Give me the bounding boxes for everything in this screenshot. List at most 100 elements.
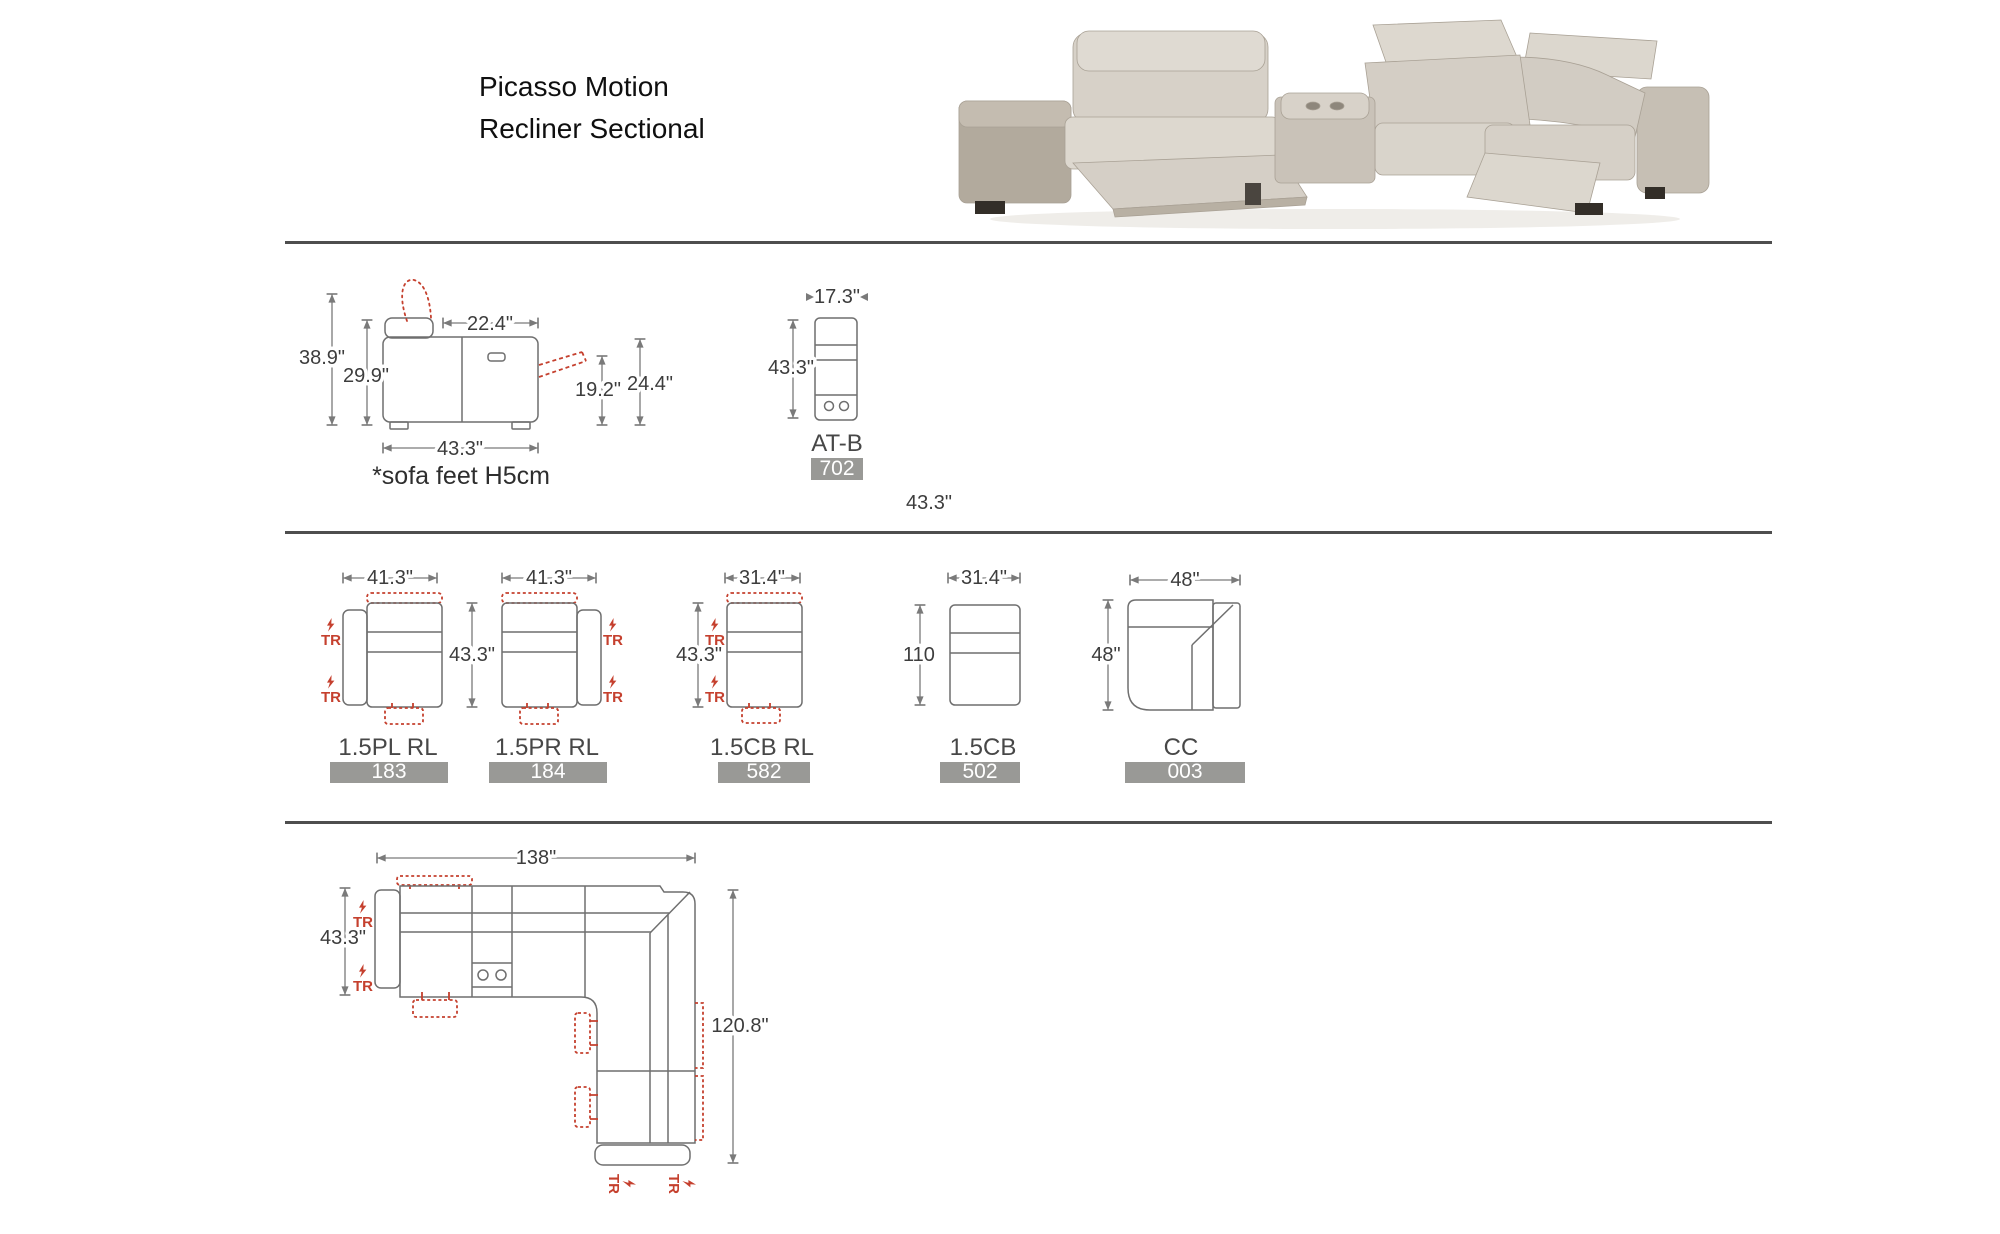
module-code-badge: [718, 762, 810, 783]
svg-text:TR: TR: [353, 914, 373, 931]
assembly-top-view: 138": [316, 844, 772, 1195]
modules-row: 41.3" TR TR 1.5PL RL 183 43.: [321, 564, 1245, 783]
tr-symbol: TR: [605, 1174, 636, 1194]
sofa-cupholder: [1329, 101, 1345, 111]
dim-right-length: 120.8": [711, 1015, 768, 1037]
module-code-badge: [1125, 762, 1245, 783]
console-unit-drawing: 17.3" 43.3" AT-B 702: [764, 283, 868, 480]
dim-width: 41.3": [367, 567, 413, 589]
headrest-outline: [396, 875, 473, 886]
sofa-feet-note: *sofa feet H5cm: [372, 462, 550, 490]
svg-text:TR: TR: [321, 689, 341, 706]
dim-width: 48": [1170, 569, 1199, 591]
sofa-cupholder: [1305, 101, 1321, 111]
headrest-outline: [366, 592, 443, 604]
dim-back-height: 29.9": [343, 365, 389, 387]
page-title: Picasso Motion Recliner Sectional: [479, 66, 705, 150]
module-name: 1.5PL RL: [338, 734, 437, 761]
console-width-arrows: [806, 293, 868, 301]
section-divider: [285, 241, 1772, 244]
headrest-outline: [726, 592, 803, 604]
module-code-badge: [489, 762, 607, 783]
svg-text:TR: TR: [705, 632, 725, 649]
dim-footrest-open-height: 24.4": [627, 373, 673, 395]
dim-footrest-height: 19.2": [575, 379, 621, 401]
footrest-outline: [519, 707, 559, 725]
module-code: 183: [371, 760, 406, 783]
module-name: 1.5PR RL: [495, 734, 599, 761]
module-right-arm-recliner: 41.3" TR TR 1.5PR RL 184: [489, 564, 623, 783]
dim-width: 41.3": [526, 567, 572, 589]
svg-text:TR: TR: [353, 978, 373, 995]
module-code: 582: [746, 760, 781, 783]
dim-depth: 48": [1091, 644, 1120, 666]
svg-text:TR: TR: [705, 689, 725, 706]
headrest-outline: [501, 592, 578, 604]
module-corner: 48" 48" CC 003: [1088, 566, 1245, 783]
dim-depth: 43.3": [676, 644, 722, 666]
module-name: 1.5CB: [950, 734, 1017, 761]
dim-total-width: 138": [516, 847, 556, 869]
side-view-dim-lines: [326, 293, 646, 454]
svg-text:TR: TR: [603, 632, 623, 649]
dim-overall-depth: 43.3": [437, 438, 483, 460]
assembly-outline: [374, 885, 696, 1166]
tr-symbol: TR: [353, 964, 373, 995]
section-divider: [285, 821, 1772, 824]
module-name: CC: [1164, 734, 1199, 761]
module-code: 184: [530, 760, 565, 783]
headrest-outline: [695, 1002, 704, 1069]
product-photo: [958, 19, 1710, 229]
dim-depth: 110: [903, 644, 935, 666]
dim-width: 31.4": [739, 567, 785, 589]
dim-row-depth: 43.3": [449, 644, 495, 666]
footrest-motion-outline: [538, 351, 587, 378]
module-armless-chair: 31.4" 110 1.5CB 502: [900, 564, 1021, 783]
module-code: 502: [962, 760, 997, 783]
module-code: 003: [1167, 760, 1202, 783]
sofa-feet: [975, 183, 1665, 215]
console-outline: [814, 317, 858, 421]
console-code-badge: [811, 458, 863, 480]
sofa-right-arm: [1636, 86, 1710, 194]
footrest-outline: [412, 999, 458, 1018]
console-code: 702: [819, 457, 854, 480]
dim-console-depth: 43.3": [768, 357, 814, 379]
section-divider: [285, 531, 1772, 534]
svg-text:TR: TR: [603, 689, 623, 706]
console-name: AT-B: [811, 430, 863, 457]
stray-dimension: 43.3": [906, 492, 953, 514]
dim-top-depth: 22.4": [467, 313, 513, 335]
footrest-outline: [574, 1012, 591, 1054]
footrest-outline: [384, 707, 424, 725]
dim-width: 31.4": [961, 567, 1007, 589]
tr-symbol: TR: [603, 618, 623, 649]
module-armless-recliner: 31.4" 43.3" TR TR 1.5CB RL 582: [672, 564, 814, 783]
dim-total-height: 38.9": [299, 347, 345, 369]
module-left-arm-recliner: 41.3" TR TR 1.5PL RL 183: [321, 564, 448, 783]
module-name: 1.5CB RL: [710, 734, 814, 761]
side-view-sofa-outline: [382, 317, 539, 430]
footrest-outline: [574, 1086, 591, 1128]
svg-text:TR: TR: [605, 1174, 622, 1194]
dim-console-width: 17.3": [814, 286, 860, 308]
tr-symbol: TR: [321, 675, 341, 706]
tr-symbol: TR: [603, 675, 623, 706]
svg-text:TR: TR: [321, 632, 341, 649]
headrest-outline: [695, 1075, 704, 1141]
dim-left-depth: 43.3": [320, 927, 366, 949]
svg-text:TR: TR: [665, 1174, 682, 1194]
side-view-drawing: 38.9" 29.9" 22.4" 19.2" 24.4" 43.3" *sof…: [295, 279, 677, 490]
module-code-badge: [940, 762, 1020, 783]
tr-symbol: TR: [705, 618, 725, 649]
tr-symbol: TR: [665, 1174, 696, 1194]
page-title-line1: Picasso Motion: [479, 71, 669, 102]
tr-symbol: TR: [705, 675, 725, 706]
module-code-badge: [330, 762, 448, 783]
page-title-line2: Recliner Sectional: [479, 113, 705, 144]
tr-symbol: TR: [353, 900, 373, 931]
tr-symbol: TR: [321, 618, 341, 649]
headrest-motion-outline: [401, 279, 432, 322]
sofa-left-headrest: [1076, 30, 1266, 72]
